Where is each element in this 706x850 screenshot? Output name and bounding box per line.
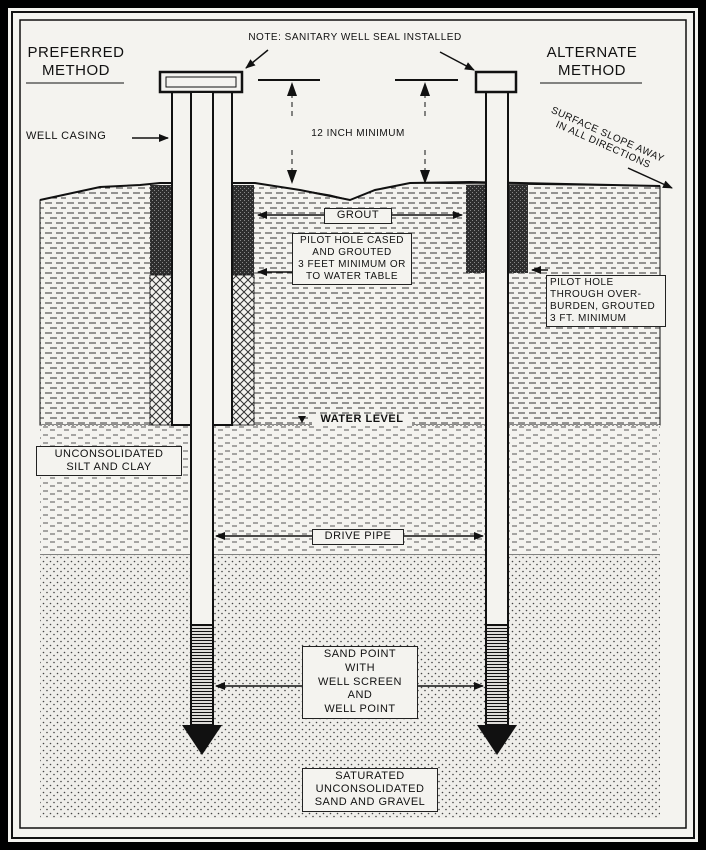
well-point-icon	[477, 725, 517, 755]
ground-surface	[39, 180, 661, 202]
arrow-icon	[420, 170, 430, 184]
alternate-well-screen	[485, 624, 509, 726]
grout-left-alternate	[466, 185, 486, 273]
grout-right-alternate	[508, 185, 528, 273]
grout-right-preferred	[232, 185, 254, 275]
arrow-icon	[287, 170, 297, 184]
arrow-icon	[420, 82, 430, 96]
pilot-fill-right	[231, 274, 255, 426]
twelve-inch-label: 12 INCH MINIMUM	[302, 128, 414, 140]
alternate-drive-pipe	[485, 89, 509, 626]
arrow-icon	[245, 49, 269, 69]
well-point-icon	[182, 725, 222, 755]
preferred-drive-pipe	[190, 91, 214, 626]
preferred-well-seal	[158, 70, 244, 94]
outer-frame	[11, 11, 695, 839]
preferred-well-screen	[190, 624, 214, 726]
note-label: NOTE: SANITARY WELL SEAL INSTALLED	[248, 32, 462, 43]
arrow-icon	[287, 82, 297, 96]
drive-pipe-label: DRIVE PIPE	[312, 529, 404, 545]
well-casing-label: WELL CASING	[26, 130, 107, 142]
water-level-label: WATER LEVEL	[312, 413, 412, 426]
arrow-icon	[627, 167, 673, 189]
grout-label: GROUT	[324, 208, 392, 224]
inner-frame	[19, 19, 687, 829]
alternate-well-seal	[474, 70, 518, 94]
water-level-marker-icon	[298, 416, 306, 423]
arrow-icon	[439, 51, 475, 71]
grout-left-preferred	[150, 185, 172, 275]
pilot-fill-left	[149, 274, 173, 426]
